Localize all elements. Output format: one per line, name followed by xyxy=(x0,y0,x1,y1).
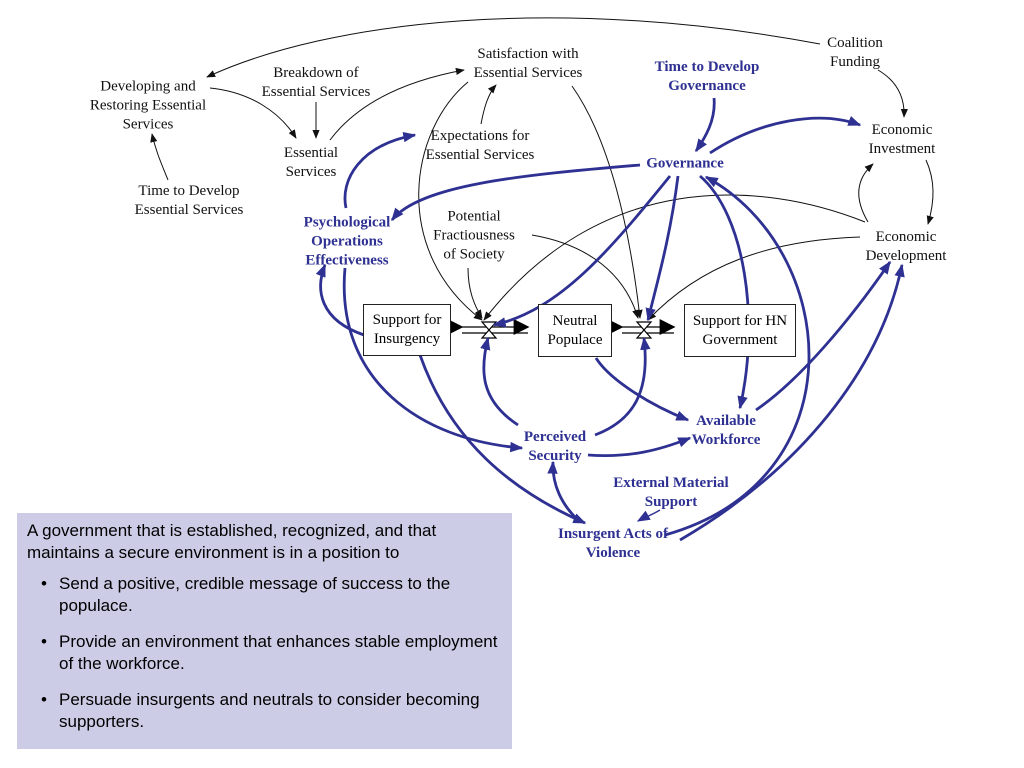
link-psyops-to-perceived-security xyxy=(342,267,524,453)
link-support-insurgency-to-insurgent-acts xyxy=(418,354,587,525)
link-time-governance-to-governance xyxy=(694,97,716,153)
info-bullet: Persuade insurgents and neutrals to cons… xyxy=(41,689,502,733)
link-expectations-to-satisfaction xyxy=(480,84,497,125)
link-external-to-insurgent xyxy=(636,509,661,522)
label-coalition-funding: Coalition Funding xyxy=(827,35,883,70)
stock-neutral-populace: Neutral Populace xyxy=(538,304,612,357)
link-fractiousness-to-valve-left xyxy=(467,267,483,319)
label-satisfaction: Satisfaction with Essential Services xyxy=(473,46,583,81)
link-coalition-to-investment xyxy=(877,69,908,118)
link-governance-to-valve-right xyxy=(645,175,680,322)
label-time-develop-essential: Time to Develop Essential Services xyxy=(134,183,244,218)
label-insurgent-acts: Insurgent Acts of Violence xyxy=(557,526,669,561)
link-governance-to-psyops xyxy=(390,163,641,222)
label-external-material-support: External Material Support xyxy=(613,475,729,510)
link-governance-to-valve-left xyxy=(492,175,672,328)
label-governance: Governance xyxy=(644,154,726,174)
link-governance-to-investment xyxy=(709,116,862,155)
link-satisfaction-to-valve-left xyxy=(418,81,483,321)
link-satisfaction-to-valve-right xyxy=(571,85,643,319)
link-insurgent-to-econdev xyxy=(679,263,905,542)
label-potential-fractiousness: Potential Fractiousness of Society xyxy=(433,208,515,263)
link-essential-to-satisfaction xyxy=(329,67,465,141)
link-psyops-to-expectations xyxy=(343,131,417,209)
link-perceived-to-valve-right xyxy=(594,336,651,437)
link-econdev-to-valve-left xyxy=(483,194,866,321)
link-insurgent-to-perceived xyxy=(547,460,579,522)
label-essential-services: Essential Services xyxy=(283,145,339,180)
flow-pipes xyxy=(447,319,676,339)
label-breakdown: Breakdown of Essential Services xyxy=(261,65,371,100)
label-available-workforce: Available Workforce xyxy=(691,413,761,448)
label-developing-restoring: Developing and Restoring Essential Servi… xyxy=(89,78,207,133)
label-perceived-security: Perceived Security xyxy=(523,429,587,464)
info-box: A government that is established, recogn… xyxy=(17,513,512,749)
info-bullet-list: Send a positive, credible message of suc… xyxy=(27,573,502,733)
link-workforce-to-econdev xyxy=(755,260,892,412)
stock-support-insurgency: Support for Insurgency xyxy=(363,304,451,356)
link-coalition-to-developing xyxy=(206,17,821,78)
link-econdev-to-valve-right xyxy=(647,236,861,321)
label-time-develop-governance: Time to Develop Governance xyxy=(654,59,760,94)
label-economic-investment: Economic Investment xyxy=(868,122,936,157)
link-perceived-to-workforce xyxy=(587,436,692,457)
link-investment-to-econdev xyxy=(925,159,934,225)
link-developing-to-essential xyxy=(209,87,297,139)
stock-support-hn-government: Support for HN Government xyxy=(684,304,796,357)
info-bullet: Provide an environment that enhances sta… xyxy=(41,631,502,675)
info-bullet: Send a positive, credible message of suc… xyxy=(41,573,502,617)
link-insurgent-to-governance xyxy=(664,175,811,537)
info-intro: A government that is established, recogn… xyxy=(27,521,437,562)
link-perceived-to-valve-left xyxy=(480,336,519,427)
link-fractiousness-to-valve-right xyxy=(531,234,640,319)
valve-right xyxy=(635,321,653,339)
label-economic-development: Economic Development xyxy=(865,229,947,264)
link-governance-to-workforce xyxy=(699,174,751,410)
link-neutral-to-workforce xyxy=(594,357,690,422)
label-psychological-operations: Psychological Operations Effectiveness xyxy=(303,214,391,269)
link-support-insurgency-to-psyops xyxy=(315,263,365,337)
label-expectations: Expectations for Essential Services xyxy=(425,128,535,163)
link-econdev-to-investment xyxy=(858,163,874,223)
link-time-essential-to-developing xyxy=(150,133,169,181)
